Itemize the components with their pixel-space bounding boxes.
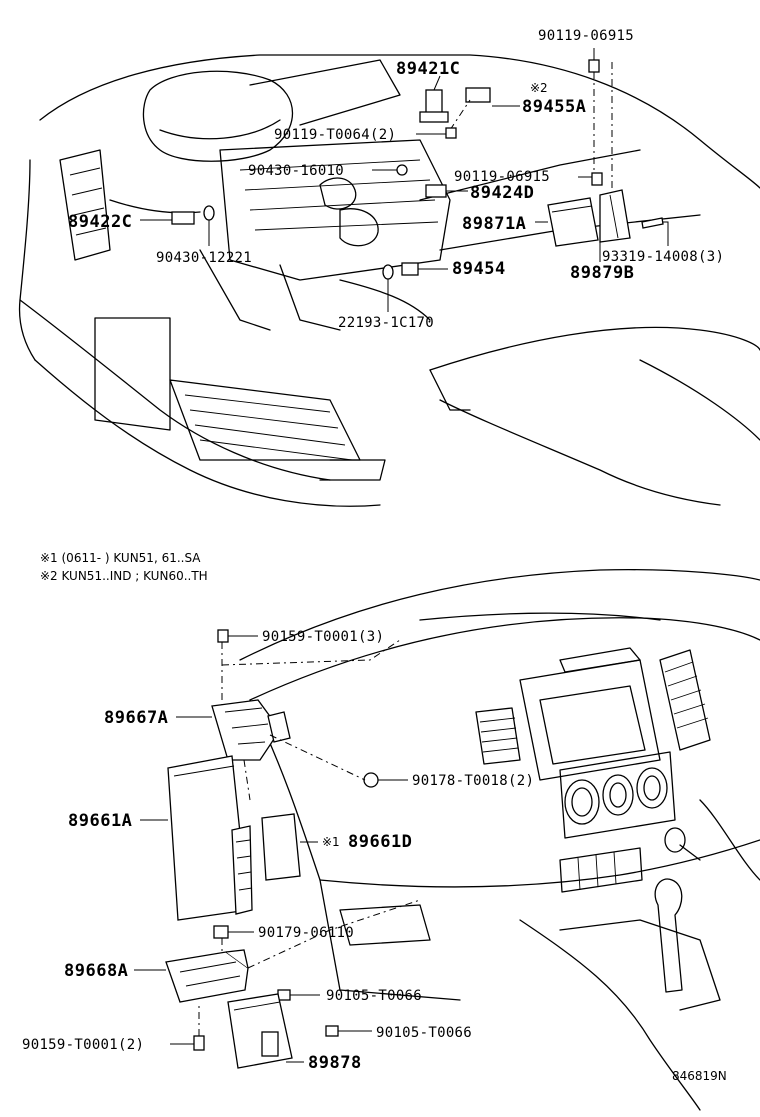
label-89871A: 89871A [462,214,526,234]
label-89661A: 89661A [68,811,132,831]
dashboard-labels: 90159-T0001(3) 89667A 90178-T0018(2) 896… [22,629,534,1073]
label-89421C: 89421C [396,59,460,79]
engine-bay-artwork [18,54,760,507]
dashboard-artwork [239,569,760,1111]
label-89424D: 89424D [470,183,534,203]
label-93319-14008: 93319-14008(3) [602,249,724,265]
label-89661D: 89661D [348,832,412,852]
label-90119-06915-top: 90119-06915 [538,28,634,44]
dashboard-parts [165,629,421,1069]
label-89422C: 89422C [68,212,132,232]
label-90430-12221: 90430-12221 [156,250,252,266]
note-2: ※2 KUN51..IND ; KUN60..TH [40,569,208,583]
label-89661D-mark: ※1 [322,835,340,849]
engine-bay-parts [171,59,664,280]
engine-bay-labels: 90119-06915 89421C ※2 89455A 90119-T0064… [68,28,724,331]
label-90119-T0064: 90119-T0064(2) [274,127,396,143]
label-89878: 89878 [308,1053,362,1073]
label-89454: 89454 [452,259,506,279]
label-90105-T0066-b: 90105-T0066 [376,1025,472,1041]
label-89668A: 89668A [64,961,128,981]
figure-id: 846819N [672,1069,727,1083]
label-90179-06110: 90179-06110 [258,925,354,941]
label-89455A: 89455A [522,97,586,117]
label-90159-T0001-2: 90159-T0001(2) [22,1037,144,1053]
label-90105-T0066-a: 90105-T0066 [326,988,422,1004]
label-22193-1C170: 22193-1C170 [338,315,434,331]
dashboard-leader-lines [134,635,408,1063]
engine-bay-leader-lines [140,48,669,312]
label-89879B: 89879B [570,263,634,283]
label-90178-T0018: 90178-T0018(2) [412,773,534,789]
label-90159-T0001-3: 90159-T0001(3) [262,629,384,645]
label-90119-06915-mid: 90119-06915 [454,169,550,185]
note-1: ※1 (0611- ) KUN51, 61..SA [40,551,201,565]
label-note2-mark: ※2 [530,81,548,95]
footnotes: ※1 (0611- ) KUN51, 61..SA ※2 KUN51..IND … [40,551,208,583]
label-90430-16010: 90430-16010 [248,163,344,179]
label-89667A: 89667A [104,708,168,728]
